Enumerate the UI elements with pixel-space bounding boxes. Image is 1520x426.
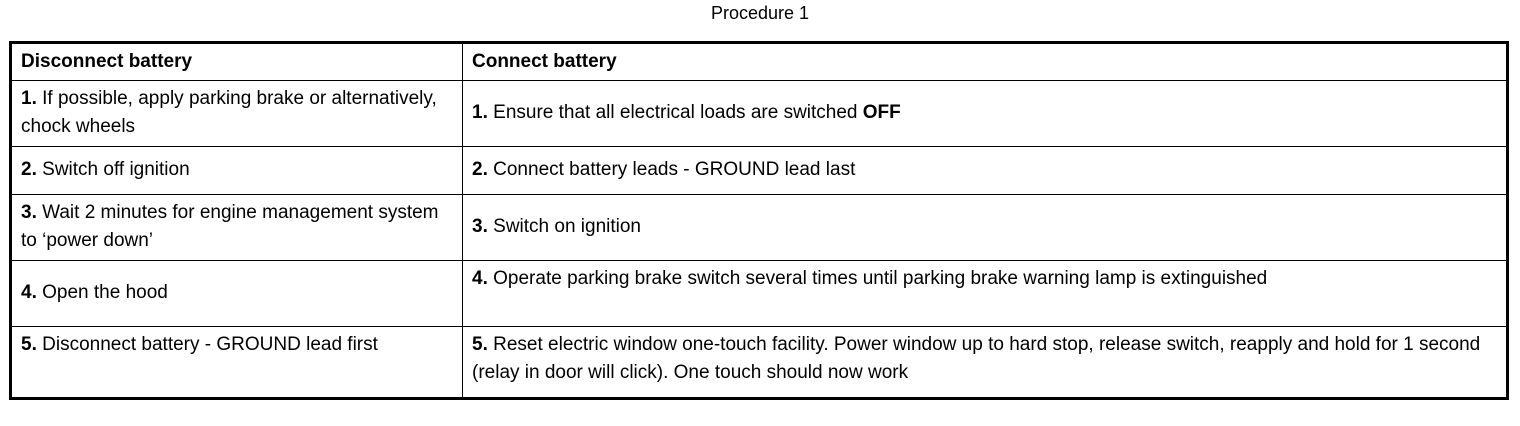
step-number: 5. (21, 334, 37, 355)
table-row: 3. Wait 2 minutes for engine management … (10, 194, 1508, 261)
header-cell-disconnect: Disconnect battery (10, 42, 463, 81)
table-body: Disconnect battery Connect battery 1. If… (10, 42, 1508, 399)
step-body: If possible, apply parking brake or alte… (21, 88, 437, 137)
table-row: 2. Switch off ignition 2. Connect batter… (10, 146, 1508, 195)
step-emphasis: OFF (862, 102, 901, 123)
step-text: 1. Ensure that all electrical loads are … (463, 95, 1506, 132)
step-text: 2. Connect battery leads - GROUND lead l… (463, 152, 1506, 189)
step-body: Switch off ignition (42, 159, 190, 180)
header-label-disconnect: Disconnect battery (21, 50, 193, 72)
step-body: Open the hood (42, 282, 168, 303)
step-number: 1. (21, 88, 37, 109)
step-body: Ensure that all electrical loads are swi… (493, 102, 863, 123)
step-number: 3. (21, 202, 37, 223)
connect-step-4: 4. Operate parking brake switch several … (462, 260, 1508, 327)
connect-step-3: 3. Switch on ignition (462, 194, 1508, 261)
step-body: Reset electric window one-touch facility… (472, 334, 1481, 383)
step-body: Disconnect battery - GROUND lead first (42, 334, 378, 355)
step-number: 5. (472, 334, 488, 355)
step-text: 4. Operate parking brake switch several … (463, 261, 1506, 298)
header-label-connect: Connect battery (472, 50, 617, 72)
connect-step-1: 1. Ensure that all electrical loads are … (462, 80, 1508, 147)
table-row: 5. Disconnect battery - GROUND lead firs… (10, 326, 1508, 399)
step-text: 3. Switch on ignition (463, 209, 1506, 246)
step-text: 2. Switch off ignition (12, 152, 462, 189)
step-text: 5. Disconnect battery - GROUND lead firs… (12, 327, 462, 364)
table-row: 1. If possible, apply parking brake or a… (10, 80, 1508, 147)
header-cell-connect: Connect battery (462, 42, 1508, 81)
disconnect-step-3: 3. Wait 2 minutes for engine management … (10, 194, 463, 261)
step-body: Operate parking brake switch several tim… (493, 268, 1268, 289)
table-header-row: Disconnect battery Connect battery (10, 42, 1508, 81)
connect-step-5: 5. Reset electric window one-touch facil… (462, 326, 1508, 399)
disconnect-step-2: 2. Switch off ignition (10, 146, 463, 195)
step-number: 4. (472, 268, 488, 289)
table-row: 4. Open the hood 4. Operate parking brak… (10, 260, 1508, 327)
step-number: 2. (21, 159, 37, 180)
disconnect-step-5: 5. Disconnect battery - GROUND lead firs… (10, 326, 463, 399)
step-body: Connect battery leads - GROUND lead last (493, 159, 856, 180)
step-text: 1. If possible, apply parking brake or a… (12, 81, 462, 146)
step-number: 2. (472, 159, 488, 180)
connect-step-2: 2. Connect battery leads - GROUND lead l… (462, 146, 1508, 195)
step-text: 5. Reset electric window one-touch facil… (463, 327, 1506, 392)
step-number: 1. (472, 102, 488, 123)
step-number: 3. (472, 216, 488, 237)
disconnect-step-1: 1. If possible, apply parking brake or a… (10, 80, 463, 147)
step-number: 4. (21, 282, 37, 303)
step-text: 3. Wait 2 minutes for engine management … (12, 195, 462, 260)
disconnect-step-4: 4. Open the hood (10, 260, 463, 327)
step-text: 4. Open the hood (12, 275, 462, 312)
page-title: Procedure 1 (710, 3, 810, 23)
procedure-table: Disconnect battery Connect battery 1. If… (9, 41, 1509, 400)
step-body: Switch on ignition (493, 216, 642, 237)
step-body: Wait 2 minutes for engine management sys… (21, 202, 439, 251)
